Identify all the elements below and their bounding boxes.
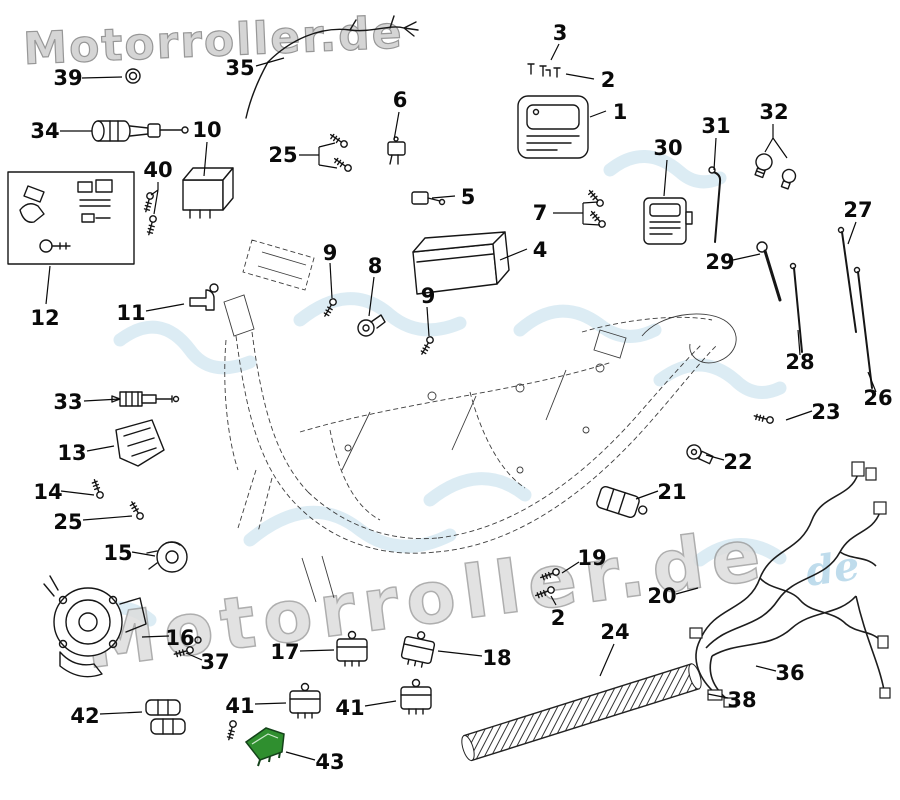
sleeve-tube-icon bbox=[461, 663, 702, 762]
part-label-22: 22 bbox=[723, 450, 752, 474]
relay-box-icon bbox=[182, 167, 234, 219]
part-label-9: 9 bbox=[323, 241, 338, 265]
part-label-27: 27 bbox=[843, 198, 872, 222]
horn-icon bbox=[146, 541, 188, 573]
elbow-pipe-icon bbox=[189, 283, 219, 311]
part-label-23: 23 bbox=[811, 400, 840, 424]
part-label-16: 16 bbox=[165, 626, 194, 650]
cover-icon bbox=[115, 419, 165, 467]
o-ring-icon bbox=[125, 68, 141, 84]
part-label-33: 33 bbox=[53, 390, 82, 414]
part-labels: 39 34 35 40 10 25 6 3 2 1 30 31 32 5 7 4… bbox=[30, 21, 892, 774]
cable-assembly-icon bbox=[91, 120, 189, 142]
part-label-25: 25 bbox=[268, 143, 297, 167]
part-label-37: 37 bbox=[200, 650, 229, 674]
part-label-17: 17 bbox=[270, 640, 299, 664]
watermark-de-blue: de bbox=[803, 542, 862, 596]
pull-rod-icon bbox=[708, 166, 722, 243]
part-label-31: 31 bbox=[701, 114, 730, 138]
part-label-41b: 41 bbox=[335, 696, 364, 720]
part-label-42: 42 bbox=[70, 704, 99, 728]
fuse-holder-icon bbox=[145, 699, 186, 735]
screw-icon bbox=[173, 636, 202, 663]
cable-rod-icons bbox=[756, 226, 873, 389]
part-label-41: 41 bbox=[225, 694, 254, 718]
part-label-13: 13 bbox=[57, 441, 86, 465]
part-label-26: 26 bbox=[863, 386, 892, 410]
part-label-30: 30 bbox=[653, 136, 682, 160]
part-label-5: 5 bbox=[461, 185, 476, 209]
clip-icons bbox=[527, 63, 561, 78]
part-label-2: 2 bbox=[601, 68, 616, 92]
cdi-unit-icon bbox=[517, 95, 589, 159]
component-box-icon bbox=[412, 231, 510, 295]
part-label-38: 38 bbox=[727, 688, 756, 712]
part-label-19: 19 bbox=[577, 546, 606, 570]
screw-icon bbox=[137, 190, 163, 236]
part-label-34: 34 bbox=[30, 119, 59, 143]
sensor-icon bbox=[686, 444, 714, 465]
screw-icon bbox=[587, 189, 607, 229]
part-label-3: 3 bbox=[553, 21, 568, 45]
part-label-12: 12 bbox=[30, 306, 59, 330]
part-label-40: 40 bbox=[143, 158, 172, 182]
part-label-7: 7 bbox=[533, 201, 548, 225]
part-label-29: 29 bbox=[705, 250, 734, 274]
sensor-icon bbox=[411, 191, 446, 206]
wire-harness-top-icon bbox=[245, 15, 419, 119]
part-label-2b: 2 bbox=[551, 606, 566, 630]
leader-lines bbox=[45, 43, 877, 761]
relay-icon bbox=[596, 485, 648, 519]
sensor-icon bbox=[387, 136, 406, 165]
screw-icon bbox=[87, 478, 147, 521]
screw-icon bbox=[220, 718, 243, 741]
ecu-icon bbox=[643, 197, 693, 245]
part-label-6: 6 bbox=[393, 88, 408, 112]
bulb-icons bbox=[754, 153, 797, 190]
part-label-8: 8 bbox=[368, 254, 383, 278]
part-label-20: 20 bbox=[647, 584, 676, 608]
throttle-body-icon bbox=[43, 575, 147, 678]
part-label-24: 24 bbox=[600, 620, 629, 644]
part-label-14: 14 bbox=[33, 480, 62, 504]
part-label-36: 36 bbox=[775, 661, 804, 685]
frame-sketch bbox=[223, 239, 737, 603]
part-label-10: 10 bbox=[192, 118, 221, 142]
parts-box-icon bbox=[7, 171, 135, 265]
spark-plug-icon bbox=[111, 391, 180, 407]
part-label-18: 18 bbox=[482, 646, 511, 670]
screw-icon bbox=[753, 407, 776, 430]
part-label-43: 43 bbox=[315, 750, 344, 774]
part-label-25b: 25 bbox=[53, 510, 82, 534]
part-label-4: 4 bbox=[533, 238, 548, 262]
part-label-1: 1 bbox=[613, 100, 628, 124]
watermark-top: Motorroller.de bbox=[22, 7, 404, 75]
part-label-9b: 9 bbox=[421, 284, 436, 308]
blue-watermark-swirls bbox=[83, 150, 787, 627]
part-label-15: 15 bbox=[103, 541, 132, 565]
connector-highlight-icon bbox=[244, 727, 285, 767]
sensor-ring-icon bbox=[357, 314, 386, 337]
part-label-21: 21 bbox=[657, 480, 686, 504]
part-label-32: 32 bbox=[759, 100, 788, 124]
part-label-28: 28 bbox=[785, 350, 814, 374]
part-label-39: 39 bbox=[53, 66, 82, 90]
part-label-35: 35 bbox=[225, 56, 254, 80]
part-label-11: 11 bbox=[116, 301, 145, 325]
